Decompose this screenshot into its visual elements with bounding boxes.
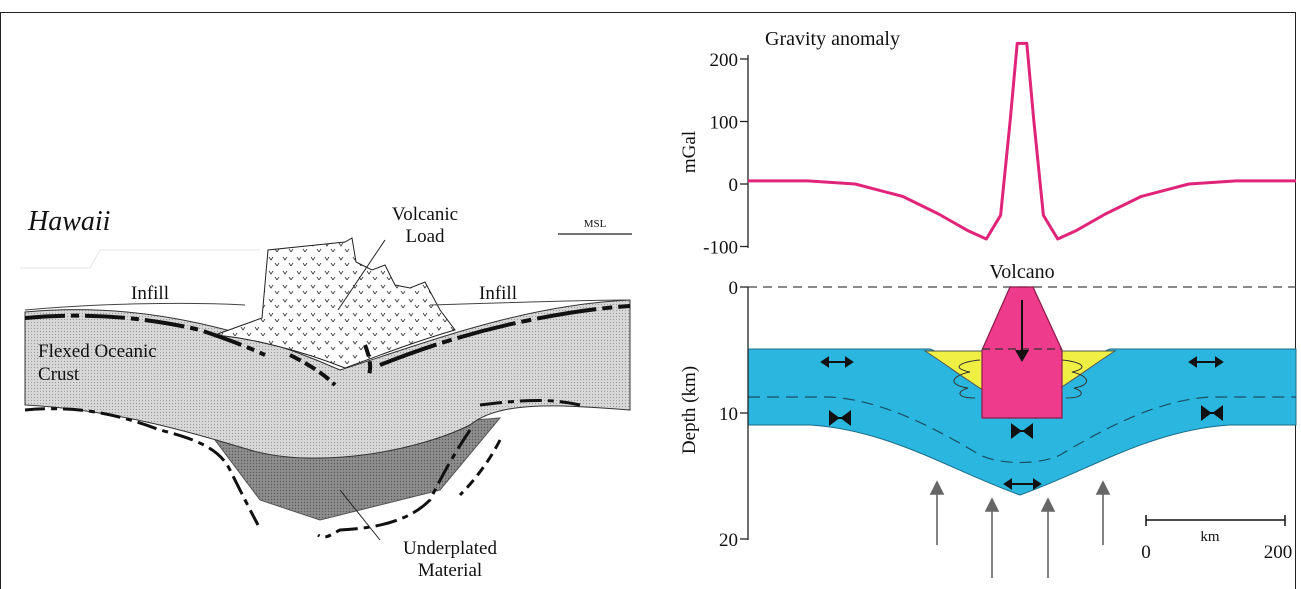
infill-left-squiggle: [953, 359, 981, 399]
depth-y-ticks: 0 10 20: [719, 278, 748, 551]
extension-arrow-bottom-heads: [1003, 478, 1042, 490]
underplated-label-line2: Material: [418, 560, 482, 581]
crust-label-line2: Crust: [38, 364, 80, 385]
reflector-top-right: [379, 304, 631, 367]
extension-arrow-right-heads: [1188, 356, 1224, 368]
depth-tick-label: 20: [719, 530, 738, 551]
volcanic-load: [214, 237, 456, 369]
figure-border: [0, 12, 1296, 589]
infill-left-label: Infill: [131, 283, 169, 304]
buoyancy-arrow-4-head: [1095, 480, 1111, 495]
underplated-leader: [339, 489, 381, 541]
compression-center-heads: [1011, 423, 1033, 439]
reflector-bottom-right: [317, 398, 581, 539]
scale-bar-end-label: 200: [1264, 542, 1293, 563]
sea-surface-line: [20, 249, 260, 269]
gravity-tick-label: 0: [729, 175, 739, 196]
buoyancy-arrow-3-head: [1040, 497, 1056, 512]
infill-surface-line: [24, 299, 631, 311]
crust-label-line1: Flexed Oceanic: [38, 341, 157, 362]
gravity-anomaly-curve: [748, 41, 1296, 241]
load-arrow-head: [1015, 350, 1029, 362]
reflector-top-left: [24, 313, 266, 357]
underplated-label-line1: Underplated: [403, 538, 497, 559]
buoyancy-arrow-2-head: [984, 497, 1000, 512]
scale-bar-unit: km: [1200, 529, 1220, 545]
infill-right-label: Infill: [479, 283, 517, 304]
reflector-bottom-far-right: [458, 439, 502, 497]
extension-arrow-left-heads: [820, 356, 854, 368]
buoyancy-arrows: [929, 480, 1111, 578]
plate-dashed-upper: [748, 396, 1296, 464]
depth-tick-label: 10: [719, 404, 738, 425]
stress-symbols: [820, 356, 1224, 490]
reflector-bottom-left: [24, 407, 260, 526]
depth-tick-label: 0: [729, 278, 739, 299]
hawaii-cross-section: Hawaii Volcanic Load MSL Infill Infill F…: [20, 204, 632, 581]
load-label: Load: [405, 226, 445, 247]
reflector-center: [289, 344, 373, 387]
gravity-y-label: mGal: [679, 131, 700, 173]
scale-bar-start-label: 0: [1141, 542, 1151, 563]
scale-bar: km 0 200: [1141, 515, 1292, 563]
gravity-tick-label: 100: [710, 113, 739, 134]
compression-right-heads: [1201, 405, 1223, 421]
depth-cross-section: 0 10 20 Depth (km) Volcano km 0 200: [679, 261, 1297, 578]
gravity-chart-title: Gravity anomaly: [765, 28, 900, 50]
hawaii-title: Hawaii: [27, 206, 110, 237]
gravity-anomaly-chart: 200 100 0 -100 Gravity anomaly mGal: [679, 28, 1296, 259]
volcanic-label: Volcanic: [392, 204, 458, 225]
volcano-label: Volcano: [989, 261, 1054, 283]
compression-left-heads: [829, 410, 851, 426]
depth-y-label: Depth (km): [679, 366, 700, 454]
volcanic-load-leader: [337, 239, 386, 311]
gravity-y-ticks: 200 100 0 -100: [703, 50, 748, 259]
infill-right-squiggle: [1061, 359, 1087, 399]
msl-label: MSL: [584, 218, 607, 230]
gravity-tick-label: -100: [703, 238, 738, 259]
buoyancy-arrow-1-head: [929, 480, 945, 495]
gravity-tick-label: 200: [710, 50, 739, 71]
